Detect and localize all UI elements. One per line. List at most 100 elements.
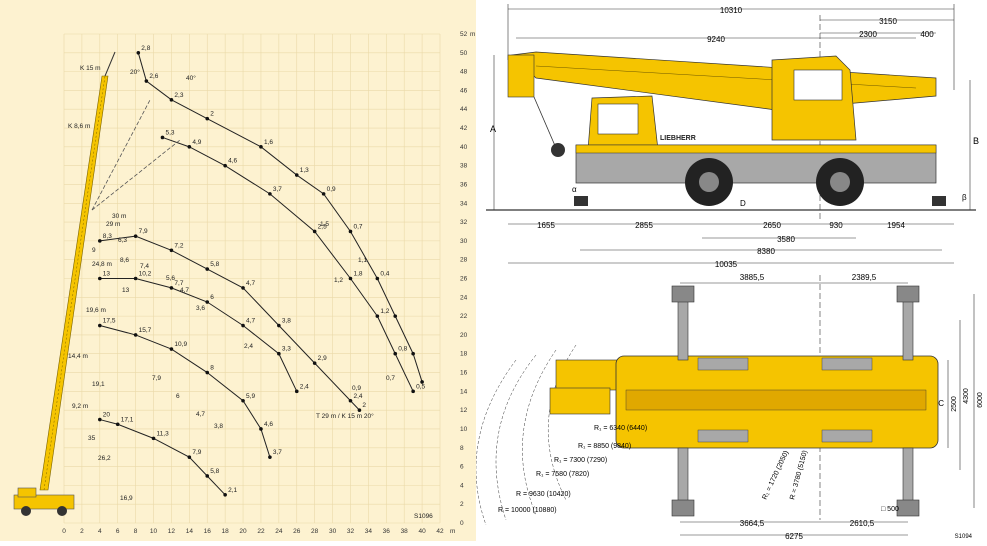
load-value-label: 1,8 — [353, 271, 362, 278]
dim-top-overall: 10310 — [720, 6, 743, 15]
x-tick-label: 0 — [62, 528, 66, 535]
load-point — [223, 492, 227, 497]
load-point — [268, 455, 272, 459]
load-point — [169, 286, 174, 290]
extra-load-label: 9 — [92, 247, 96, 254]
load-point — [205, 474, 210, 478]
load-point — [241, 286, 245, 290]
load-value-label: 4,6 — [228, 158, 237, 165]
x-tick-label: 30 — [329, 528, 337, 535]
y-tick-label: 20 — [460, 332, 468, 339]
load-value-label: 11,3 — [157, 430, 170, 437]
load-value-label: 1,3 — [300, 167, 309, 174]
load-curve-0 — [137, 52, 423, 383]
load-value-label: 10,2 — [139, 271, 152, 278]
load-value-label: 5,3 — [165, 129, 174, 136]
load-point — [312, 361, 317, 365]
load-point — [133, 333, 138, 337]
load-point — [187, 145, 192, 149]
x-tick-label: 2 — [80, 528, 84, 535]
y-tick-label: 50 — [460, 50, 468, 57]
y-tick-label: 0 — [460, 520, 464, 527]
load-point — [348, 276, 353, 281]
load-point — [133, 276, 138, 281]
dim-bottom-view-2610: 2610,5 — [850, 519, 875, 528]
radius-label-3: R₁ = 7580 (7820) — [536, 471, 589, 478]
load-point — [115, 422, 120, 427]
load-point — [98, 323, 102, 328]
load-point — [241, 398, 245, 403]
extra-load-label: 7,4 — [140, 263, 149, 270]
load-point — [98, 276, 102, 281]
y-tick-label: 36 — [460, 181, 468, 188]
radius-label-7: R = 3780 (5150) — [789, 450, 809, 501]
small-crane-illustration — [13, 51, 181, 516]
load-point — [144, 79, 149, 83]
extra-load-label: 4,7 — [196, 411, 205, 418]
chart-annotation: 29 m — [106, 221, 120, 228]
load-point — [357, 408, 362, 412]
extra-load-label: 13 — [122, 287, 130, 294]
load-value-label: 20 — [103, 412, 111, 419]
load-value-label: 5,9 — [246, 393, 255, 400]
load-value-label: 0,8 — [398, 346, 407, 353]
y-tick-label: 42 — [460, 125, 468, 132]
load-point — [205, 116, 210, 121]
load-point — [223, 163, 227, 168]
extra-load-label: 3,6 — [196, 305, 205, 312]
extra-load-label: 19,1 — [92, 381, 105, 388]
dim-bottom-1655: 1655 — [537, 221, 555, 230]
brand-logo-text: LIEBHERR — [660, 135, 696, 142]
load-value-label: 2,1 — [228, 487, 237, 494]
load-value-label: 0,5 — [416, 383, 425, 390]
load-value-label: 5,8 — [210, 468, 219, 475]
extra-load-label: 1,2 — [334, 277, 343, 284]
side-view: 10310 3150 9240 2300 400 A B LIEBHERR — [486, 4, 979, 269]
load-value-label: 13 — [103, 271, 111, 278]
load-point — [375, 314, 380, 318]
extra-load-label: 0,7 — [386, 375, 395, 382]
chart-annotation: K 15 m — [80, 65, 101, 72]
load-point — [393, 351, 398, 356]
load-point — [259, 145, 263, 149]
extra-load-label: 8,6 — [120, 257, 129, 264]
extra-load-label: 1,1 — [358, 257, 367, 264]
radius-label-5: R = 10000 (10880) — [498, 507, 557, 514]
y-tick-label: 28 — [460, 257, 468, 264]
radius-label-4: R = 9630 (10420) — [516, 491, 571, 498]
x-tick-label: 28 — [311, 528, 319, 535]
dim-top-3150: 3150 — [879, 17, 897, 26]
load-value-label: 2,6 — [149, 73, 158, 80]
x-tick-label: 8 — [134, 528, 138, 535]
label-alpha: α — [572, 185, 577, 194]
y-tick-label: 18 — [460, 351, 468, 358]
x-tick-label: 40 — [418, 528, 426, 535]
drawing-code: S1094 — [955, 534, 973, 540]
y-tick-label: 52 — [460, 31, 468, 38]
load-point — [136, 51, 141, 55]
dim-top-view-3885: 3885,5 — [740, 273, 765, 282]
chart-annotation: 19,6 m — [86, 307, 106, 314]
y-tick-label: 14 — [460, 388, 468, 395]
load-value-label: 1,6 — [264, 139, 273, 146]
load-point — [205, 267, 210, 271]
x-tick-label: 6 — [116, 528, 120, 535]
extra-load-label: 1,5 — [320, 221, 329, 228]
load-value-label: 0,4 — [380, 271, 389, 278]
x-tick-label: 24 — [275, 528, 283, 535]
load-point — [294, 389, 299, 394]
load-value-label: 1,2 — [380, 308, 389, 315]
x-tick-label: 38 — [401, 528, 409, 535]
label-d: D — [740, 199, 746, 208]
load-value-label: 3,8 — [282, 318, 291, 325]
load-value-label: 7,9 — [139, 228, 148, 235]
chart-annotation: K 8,6 m — [68, 123, 90, 130]
y-tick-label: 30 — [460, 238, 468, 245]
radius-label-6: R₁ = 1720 (2050) — [761, 450, 790, 501]
load-value-label: 7,7 — [174, 280, 183, 287]
y-tick-label: 8 — [460, 445, 464, 452]
load-value-label: 17,1 — [121, 416, 134, 423]
chart-annotation: T 29 m / K 15 m 20° — [316, 412, 374, 420]
load-point — [98, 417, 102, 422]
y-tick-label: 48 — [460, 69, 468, 76]
